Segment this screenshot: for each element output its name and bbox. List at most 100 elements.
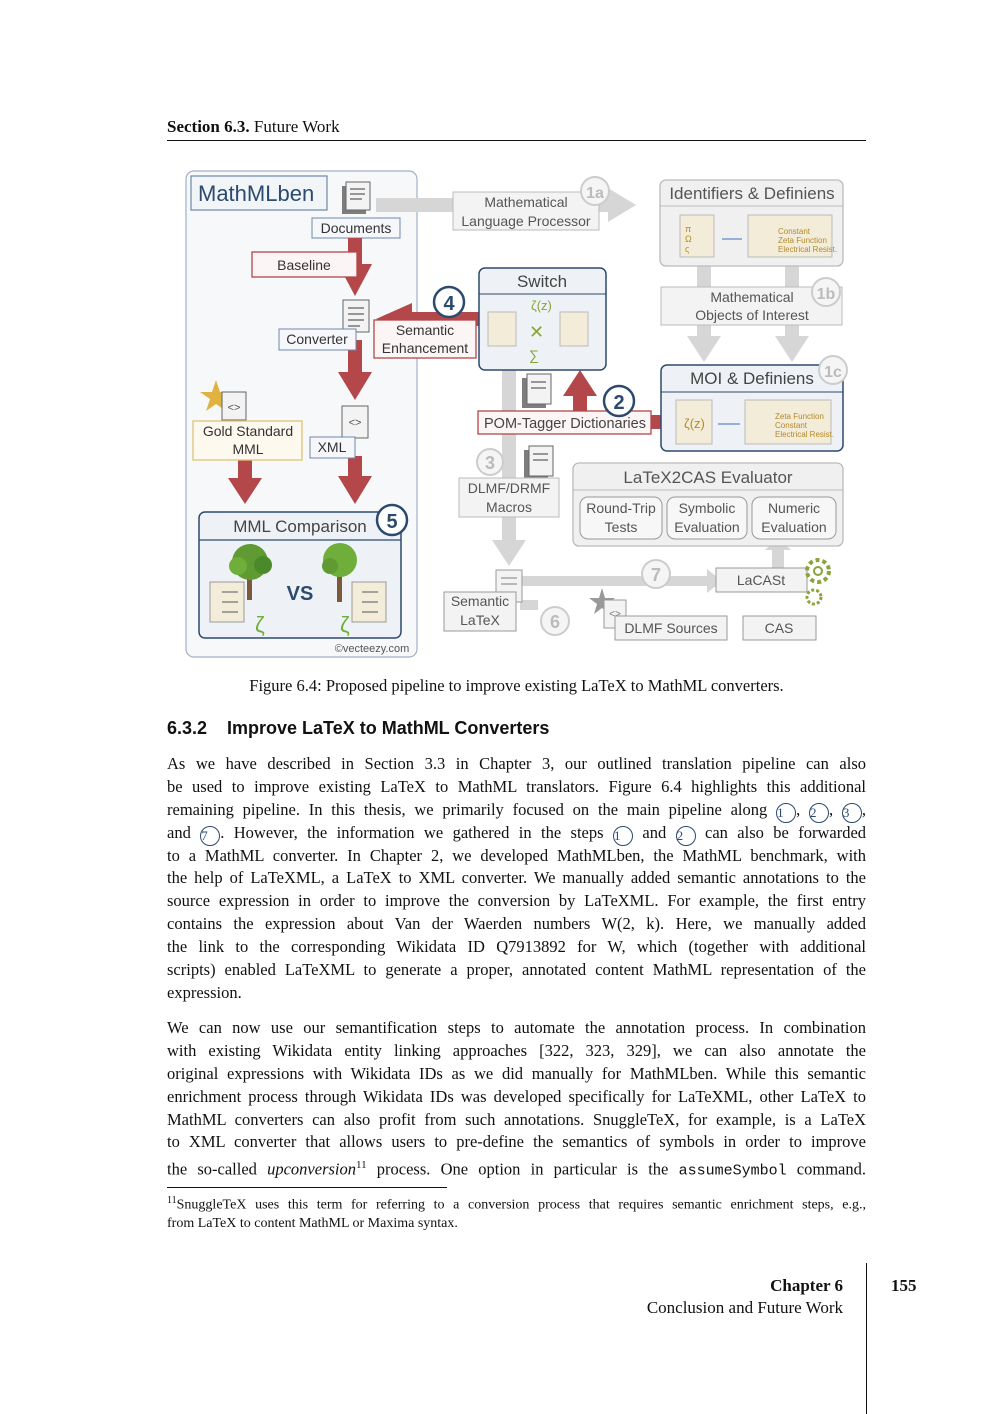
roundtrip-box xyxy=(579,496,663,540)
semantic-enhancement-label-2: Enhancement xyxy=(382,340,469,356)
svg-text:3: 3 xyxy=(485,453,495,473)
moi-definiens-label: MOI & Definiens xyxy=(690,369,814,388)
dlmf-doc-icon xyxy=(524,445,554,480)
text-line: be used to improve existing LaTeX to Mat… xyxy=(167,776,866,796)
text-line: contains the expression about Van der Wa… xyxy=(167,914,866,934)
switch-label: Switch xyxy=(517,272,567,291)
moi-label-1: Mathematical xyxy=(710,289,793,305)
text-line: the help of LaTeXML, a LaTeX to XML conv… xyxy=(167,868,866,888)
header-rule xyxy=(167,140,866,142)
paragraph-1: As we have described in Section 3.3 in C… xyxy=(167,753,866,1005)
symbolic-label-1: Symbolic xyxy=(679,500,736,516)
footnote-line: from LaTeX to content MathML or Maxima s… xyxy=(167,1216,458,1232)
cas-box xyxy=(742,615,817,641)
semantic-latex-label-2: LaTeX xyxy=(460,612,500,628)
legend-resist: Electrical Resist. xyxy=(778,245,837,254)
tree-left-icon xyxy=(229,544,272,600)
text-line: scripts) enabled LaTeXML to generate a p… xyxy=(167,960,866,980)
step-marker: 3 xyxy=(841,802,862,823)
numeric-box xyxy=(751,496,837,540)
gold-star-icon xyxy=(200,380,232,411)
step-marker: 1 xyxy=(776,802,797,823)
text-line: MathML converters can also profit from s… xyxy=(167,1109,866,1129)
svg-text:7: 7 xyxy=(651,565,661,585)
dlmf-sources-label: DLMF Sources xyxy=(624,620,717,636)
svg-text:2: 2 xyxy=(613,392,624,414)
lacast-box xyxy=(715,567,808,593)
gold-standard-box xyxy=(192,420,303,461)
mlp-box xyxy=(452,191,600,231)
svg-text:6: 6 xyxy=(550,612,560,632)
pipeline-figure: MathMLben Documents Baseline Converter xyxy=(185,170,848,658)
xml-doc-icon: <> xyxy=(341,405,369,439)
documents-icon xyxy=(342,181,371,214)
marker-4: 4 xyxy=(432,285,466,319)
pom-doc-icon xyxy=(522,373,552,408)
text-line: remaining pipeline. In this thesis, we p… xyxy=(167,799,866,823)
text-line: to a MathML converter. In Chapter 2, we … xyxy=(167,845,866,865)
svg-text:ς: ς xyxy=(685,244,690,254)
step-marker: 7 xyxy=(200,825,221,846)
footnote-ref: 11 xyxy=(356,1159,367,1172)
svg-text:1b: 1b xyxy=(817,286,836,303)
marker-2: 2 xyxy=(602,384,636,418)
mathmlben-title: MathMLben xyxy=(198,181,314,206)
gear-icon xyxy=(805,558,831,606)
svg-text:ζ(z): ζ(z) xyxy=(684,416,705,431)
legend-constant: Constant xyxy=(778,227,811,236)
baseline-box xyxy=(251,251,358,278)
numeric-label-1: Numeric xyxy=(768,500,820,516)
text-line: original expressions with Wikidata IDs a… xyxy=(167,1063,866,1083)
check-doc-right-icon xyxy=(351,581,387,623)
text-line: enrichment process through Wikidata IDs … xyxy=(167,1086,866,1106)
footer-chapter: Chapter 6 xyxy=(770,1276,843,1295)
semantic-latex-label-1: Semantic xyxy=(451,593,509,609)
marker-3: 3 xyxy=(476,448,504,476)
svg-text:Electrical Resist.: Electrical Resist. xyxy=(775,430,834,439)
dlmf-macros-label-1: DLMF/DRMF xyxy=(468,480,550,496)
footnote-mark: 11 xyxy=(167,1195,177,1206)
xml-box xyxy=(309,436,356,459)
svg-text:1a: 1a xyxy=(586,185,604,202)
svg-text:∑: ∑ xyxy=(529,347,539,363)
symbolic-label-2: Evaluation xyxy=(674,519,739,535)
pom-tagger-box xyxy=(477,410,652,435)
text-line: We can now use our semantification steps… xyxy=(167,1018,866,1037)
numeric-label-2: Evaluation xyxy=(761,519,826,535)
semantic-enhancement-box xyxy=(373,319,477,359)
emphasis: upconversion xyxy=(267,1159,356,1179)
page-number: 155 xyxy=(891,1276,917,1295)
section-label: Section 6.3. xyxy=(167,117,250,136)
roundtrip-label-1: Round-Trip xyxy=(586,500,656,516)
text-line: the link to the corresponding Wikidata I… xyxy=(167,937,866,957)
svg-text:✕: ✕ xyxy=(529,322,544,342)
running-header: Section 6.3. Future Work xyxy=(167,117,340,137)
svg-text:Zeta Function: Zeta Function xyxy=(775,412,824,421)
footer-chapter-title: Conclusion and Future Work xyxy=(646,1298,843,1317)
footnote-rule xyxy=(167,1187,447,1188)
converter-box xyxy=(278,328,357,351)
svg-text:Ω: Ω xyxy=(685,234,692,244)
step-marker: 1 xyxy=(612,825,633,846)
svg-text:4: 4 xyxy=(443,293,455,315)
check-doc-left-icon xyxy=(209,581,245,623)
zeta-left-glyph: ζ xyxy=(255,612,265,637)
section-title: Future Work xyxy=(249,117,340,136)
footnote-line: 11SnuggleTeX uses this term for referrin… xyxy=(167,1195,866,1213)
zeta-right-glyph: ζ xyxy=(340,612,350,637)
text-line: and 7. However, the information we gathe… xyxy=(167,822,866,846)
step-marker: 2 xyxy=(675,825,696,846)
text-line: to XML converter that allows users to pr… xyxy=(167,1132,866,1152)
switch-zeta: ζ(z) xyxy=(531,298,552,313)
converter-doc-icon xyxy=(342,299,370,333)
step-marker: 2 xyxy=(809,802,829,823)
tree-right-icon xyxy=(322,543,357,602)
baseline-label: Baseline xyxy=(277,257,331,273)
gold-standard-label-2: MML xyxy=(232,441,263,457)
figure-caption: Figure 6.4: Proposed pipeline to improve… xyxy=(249,676,784,695)
text-line: expression. xyxy=(167,982,242,1002)
dlmf-macros-box xyxy=(458,477,560,518)
credit-label: ©vecteezy.com xyxy=(335,643,410,655)
svg-text:1c: 1c xyxy=(824,364,842,381)
